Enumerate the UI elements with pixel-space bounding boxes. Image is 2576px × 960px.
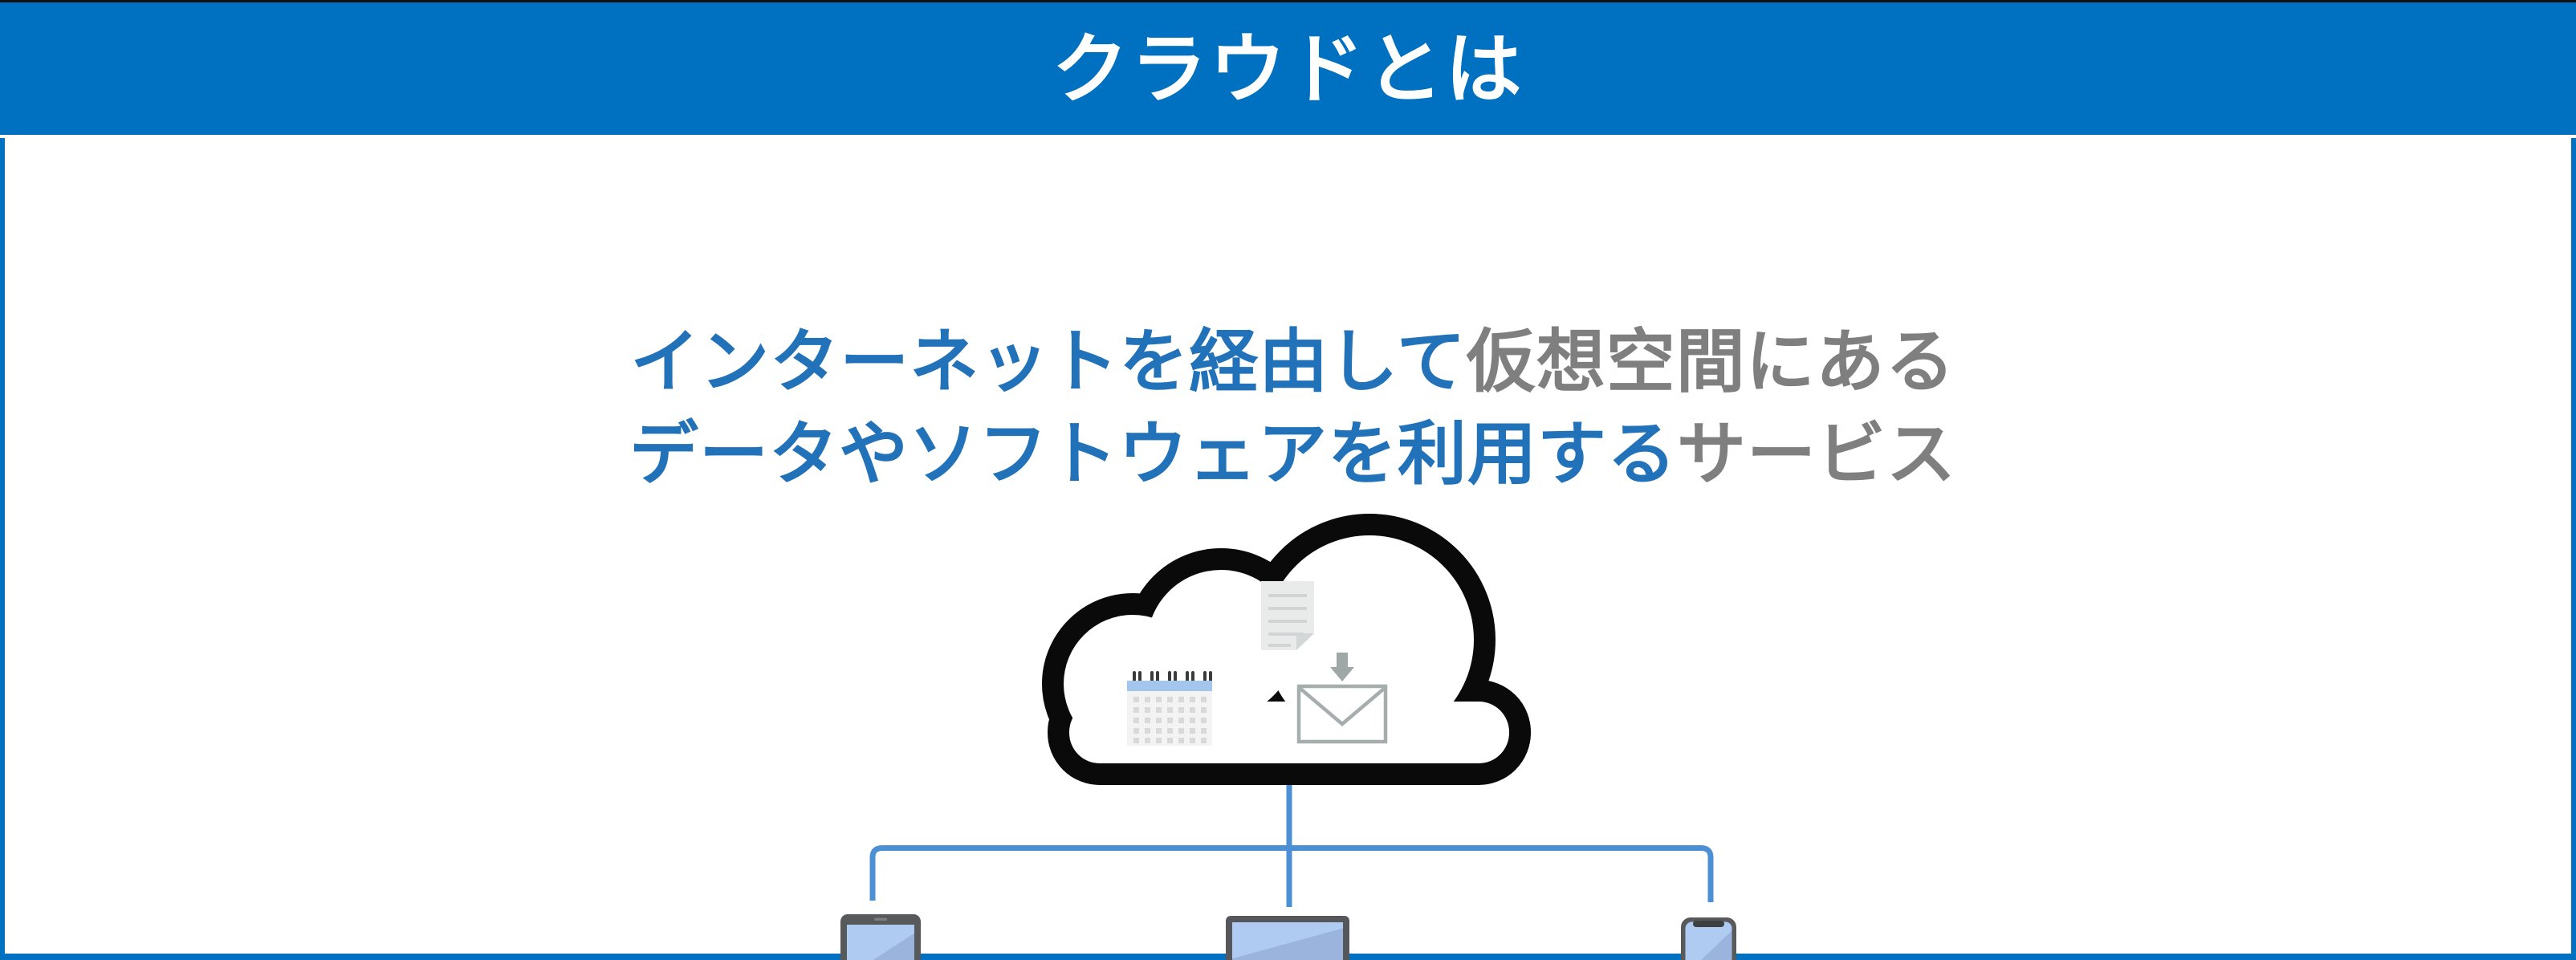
header-bar: クラウドとは — [0, 2, 2576, 135]
subtitle-line2-blue-text: データやソフトウェアを利用する — [629, 416, 1677, 493]
calendar-icon — [1127, 671, 1212, 746]
subtitle-line-2: データやソフトウェアを利用するサービス — [5, 409, 2576, 501]
smartphone-icon — [1681, 917, 1736, 960]
top-border-line — [0, 0, 2576, 2]
tablet-icon — [840, 914, 921, 960]
subtitle-line2-gray-text: サービス — [1677, 416, 1956, 493]
subtitle-line1-gray-text: 仮想空間にある — [1466, 323, 1955, 401]
tablet-camera-slot — [874, 917, 887, 921]
smartphone-notch — [1693, 921, 1724, 927]
content-area: インターネットを経由して仮想空間にある データやソフトウェアを利用するサービス — [0, 138, 2576, 960]
mail-envelope-icon — [1296, 684, 1388, 744]
subtitle-text: インターネットを経由して仮想空間にある データやソフトウェアを利用するサービス — [5, 316, 2576, 501]
cloud-diagram — [840, 514, 1736, 960]
subtitle-line1-blue-text: インターネットを経由して — [630, 323, 1467, 401]
connector-branch-line — [869, 845, 1714, 902]
subtitle-line-1: インターネットを経由して仮想空間にある — [5, 316, 2576, 409]
download-arrow-icon — [1330, 653, 1354, 681]
laptop-icon — [1226, 916, 1349, 960]
document-icon — [1261, 581, 1314, 650]
connector-lines — [869, 769, 1714, 907]
page-title: クラウドとは — [1052, 27, 1524, 112]
